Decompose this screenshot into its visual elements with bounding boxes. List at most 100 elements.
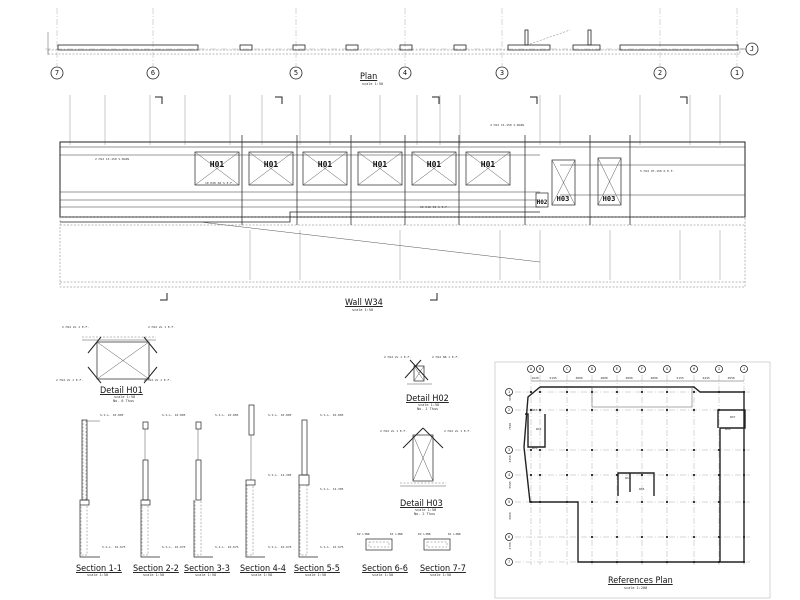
svg-text:S.S.L. 14.305: S.S.L. 14.305 bbox=[320, 487, 344, 491]
svg-text:scale 1:50: scale 1:50 bbox=[87, 573, 108, 577]
ref-column-bubble bbox=[536, 365, 544, 373]
plan-title: Plan bbox=[360, 72, 377, 82]
column-dot bbox=[665, 448, 669, 452]
svg-text:4: 4 bbox=[508, 473, 510, 477]
wall-note: 4 H12 15-150 S.BARS bbox=[490, 123, 525, 127]
detail-h02: 2 H12 2L 1 E.F. 2 H12 6B 1 E.F. Detail H… bbox=[384, 355, 459, 411]
column-dot bbox=[590, 560, 594, 564]
grid-bubble-7 bbox=[50, 66, 64, 80]
column-dot bbox=[529, 500, 533, 504]
ref-column-bubble bbox=[715, 365, 723, 373]
column-dot bbox=[615, 390, 619, 394]
svg-text:S.S.L. 10.805: S.S.L. 10.805 bbox=[268, 413, 292, 417]
grid-bubble-5 bbox=[289, 66, 303, 80]
opening-h01: H01 bbox=[194, 151, 240, 186]
svg-text:7: 7 bbox=[508, 560, 510, 564]
section-6-6: K2 LINK K1 LINK Section 6-6 scale 1:50 bbox=[357, 532, 408, 577]
grid-bubble-1 bbox=[730, 66, 744, 80]
svg-text:2 H12 2L 1 E.F.: 2 H12 2L 1 E.F. bbox=[380, 429, 407, 433]
svg-text:6: 6 bbox=[508, 535, 510, 539]
svg-text:F: F bbox=[641, 367, 643, 371]
svg-text:H01: H01 bbox=[210, 160, 225, 169]
svg-text:scale 1:50: scale 1:50 bbox=[195, 573, 216, 577]
svg-text:K2 LINK: K2 LINK bbox=[357, 532, 370, 536]
svg-text:E: E bbox=[616, 367, 618, 371]
column-dot bbox=[615, 535, 619, 539]
column-dot bbox=[742, 408, 746, 412]
ref-row-dimension: 4700 bbox=[508, 542, 512, 549]
ref-col-dimension: 4800 bbox=[601, 376, 608, 380]
wall-tag: W32 bbox=[536, 427, 542, 431]
column-dot bbox=[692, 408, 696, 412]
wall-tag: W34 bbox=[625, 476, 631, 480]
column-dot bbox=[590, 448, 594, 452]
ref-row-dimension: 6900 bbox=[508, 512, 512, 519]
wall-tag: W31 bbox=[532, 446, 538, 450]
svg-text:scale 1:50: scale 1:50 bbox=[372, 573, 393, 577]
column-dot bbox=[742, 560, 746, 564]
svg-text:3: 3 bbox=[500, 69, 504, 77]
plan-grid-lines bbox=[45, 8, 745, 66]
section-5-5: S.S.L. 10.805 S.S.L. 14.305 S.S.L. 16.67… bbox=[294, 413, 344, 577]
svg-text:7: 7 bbox=[55, 69, 59, 77]
svg-text:2: 2 bbox=[658, 69, 662, 77]
section-markers bbox=[155, 96, 688, 301]
opening-h01: H01 bbox=[302, 151, 348, 186]
openings: H01 H01 H01 H01 H01 H01 H02 H03 H03 bbox=[194, 151, 622, 208]
opening-h01: H01 bbox=[357, 151, 403, 186]
column-dot bbox=[565, 408, 569, 412]
ref-col-dimension: 5155 bbox=[677, 376, 684, 380]
wall-tag: W37 bbox=[730, 415, 736, 419]
column-dot bbox=[529, 408, 533, 412]
column-dot bbox=[665, 560, 669, 564]
svg-text:5: 5 bbox=[294, 69, 298, 77]
column-dot bbox=[717, 390, 721, 394]
svg-text:2 H12 2L 1 E.F.: 2 H12 2L 1 E.F. bbox=[144, 378, 171, 382]
grid-bubble-6 bbox=[146, 66, 160, 80]
svg-text:scale 1:50: scale 1:50 bbox=[430, 573, 451, 577]
svg-text:H02: H02 bbox=[537, 199, 548, 206]
svg-text:G: G bbox=[666, 367, 668, 371]
column-dot bbox=[742, 390, 746, 394]
svg-text:S.S.L. 10.805: S.S.L. 10.805 bbox=[162, 413, 186, 417]
ref-column-bubble bbox=[740, 365, 748, 373]
ref-row-dimension: 3450 bbox=[508, 394, 512, 401]
ref-row-bubble bbox=[505, 533, 513, 541]
section-4-4: S.S.L. 10.805 S.S.L. 14.305 S.S.L. 16.67… bbox=[240, 404, 292, 577]
svg-text:J: J bbox=[750, 45, 754, 53]
column-dot bbox=[640, 500, 644, 504]
ref-plan-scale: scale 1:200 bbox=[624, 586, 647, 590]
column-dot bbox=[742, 500, 746, 504]
column-dot bbox=[590, 473, 594, 477]
svg-text:6: 6 bbox=[151, 69, 155, 77]
column-dot bbox=[529, 448, 533, 452]
wall-tag: W36 bbox=[725, 427, 731, 431]
column-dot bbox=[717, 448, 721, 452]
ref-col-dimension: 5195 bbox=[550, 376, 557, 380]
ref-row-bubble bbox=[505, 471, 513, 479]
ref-column-bubble bbox=[588, 365, 596, 373]
column-dot bbox=[742, 448, 746, 452]
svg-text:5: 5 bbox=[508, 500, 510, 504]
ref-row-bubble bbox=[505, 406, 513, 414]
section-7-7: K2 LINK K1 LINK Section 7-7 scale 1:50 bbox=[418, 532, 466, 577]
svg-text:H01: H01 bbox=[481, 160, 496, 169]
section-title: Section 4-4 bbox=[240, 564, 286, 574]
svg-text:S.S.L. 16.675: S.S.L. 16.675 bbox=[320, 545, 344, 549]
wall-note: 2 H12 15-150 S.BARS bbox=[95, 157, 130, 161]
svg-text:D: D bbox=[591, 367, 593, 371]
wall-note: 5 H12 97-150 6 E.F. bbox=[640, 169, 675, 173]
ref-column-bubble bbox=[563, 365, 571, 373]
svg-text:2 H12 2L 1 E.F.: 2 H12 2L 1 E.F. bbox=[148, 325, 175, 329]
section-title: Section 6-6 bbox=[362, 564, 408, 574]
svg-text:B: B bbox=[539, 367, 541, 371]
column-dot bbox=[717, 473, 721, 477]
column-dot bbox=[565, 500, 569, 504]
ref-row-bubble bbox=[505, 446, 513, 454]
ref-grid-lines bbox=[515, 375, 750, 565]
ref-plan-title: References Plan bbox=[608, 576, 673, 586]
column-dot bbox=[692, 390, 696, 394]
column-dot bbox=[590, 390, 594, 394]
column-dot bbox=[665, 473, 669, 477]
svg-text:2 H12 2L 1 E.F.: 2 H12 2L 1 E.F. bbox=[444, 429, 471, 433]
